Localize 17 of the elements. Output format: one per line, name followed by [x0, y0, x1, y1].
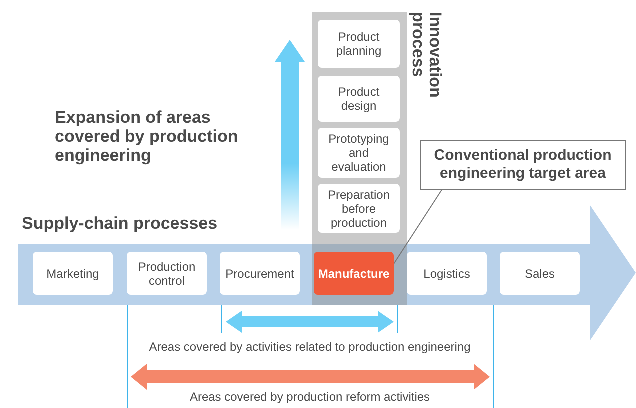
- highlighted-process-box: Manufacture: [314, 252, 394, 295]
- process-box: Logistics: [407, 252, 487, 295]
- range-label: Areas covered by production reform activities: [188, 390, 432, 404]
- expansion-label: Expansion of areas covered by production engineering: [55, 108, 240, 165]
- process-box: Product planning: [318, 20, 400, 68]
- range-label: Areas covered by activities related to production engineering: [148, 340, 472, 354]
- process-box: Prototyping and evaluation: [318, 128, 400, 178]
- process-box: Procurement: [220, 252, 300, 295]
- process-box: Sales: [500, 252, 580, 295]
- leader-line: [394, 190, 442, 264]
- process-box: Marketing: [33, 252, 113, 295]
- process-box: Product design: [318, 76, 400, 122]
- process-box: Production control: [127, 252, 207, 295]
- callout-box: Conventional production engineering target area: [420, 140, 626, 190]
- process-box: Preparation before production: [318, 184, 400, 233]
- band-heading: Supply-chain processes: [22, 214, 218, 234]
- column-heading: Innovation process: [410, 12, 444, 100]
